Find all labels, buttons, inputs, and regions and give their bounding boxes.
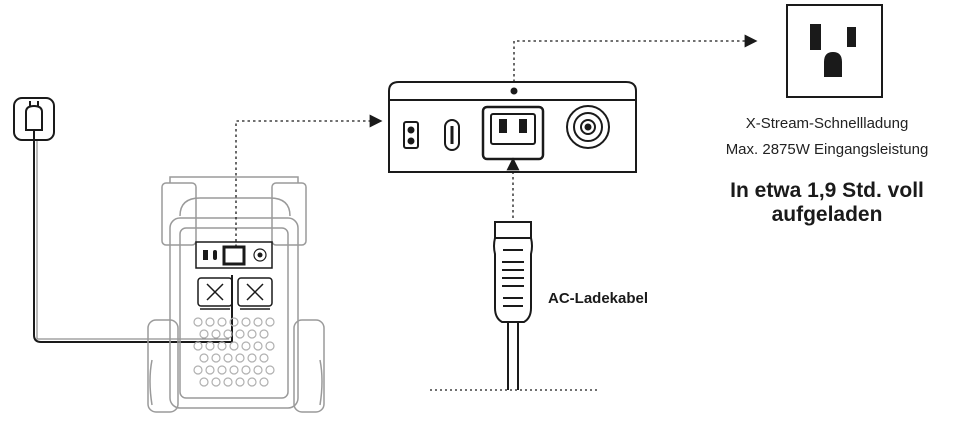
ac-charging-plug (493, 221, 533, 390)
cable-label: AC-Ladekabel (548, 290, 649, 307)
power-cable (33, 140, 233, 343)
power-station-panel (195, 241, 273, 310)
connector-dotted-1 (235, 114, 383, 247)
power-station (147, 176, 325, 413)
charge-time-line2: aufgeladen (771, 203, 883, 226)
max-input-label: Max. 2875W Eingangsleistung (725, 141, 929, 158)
us-outlet-icon (786, 4, 883, 98)
connector-dotted-2 (513, 34, 758, 82)
ac-input-panel (388, 81, 637, 173)
wall-plug-icon (13, 97, 55, 141)
charge-time-line1: In etwa 1,9 Std. voll (730, 179, 924, 202)
mode-title: X-Stream-Schnellladung (745, 115, 909, 132)
